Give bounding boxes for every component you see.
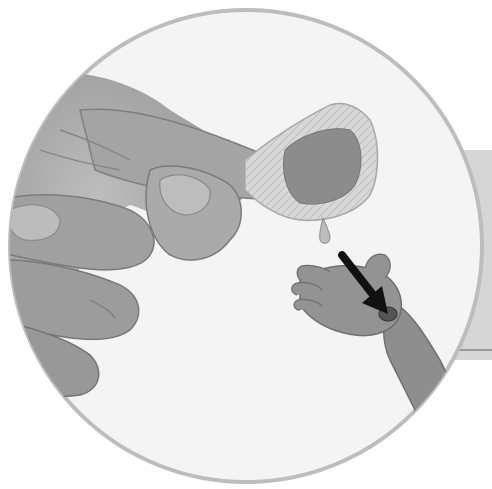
instruction-illustration xyxy=(0,0,492,489)
illustration-stage xyxy=(0,0,492,489)
